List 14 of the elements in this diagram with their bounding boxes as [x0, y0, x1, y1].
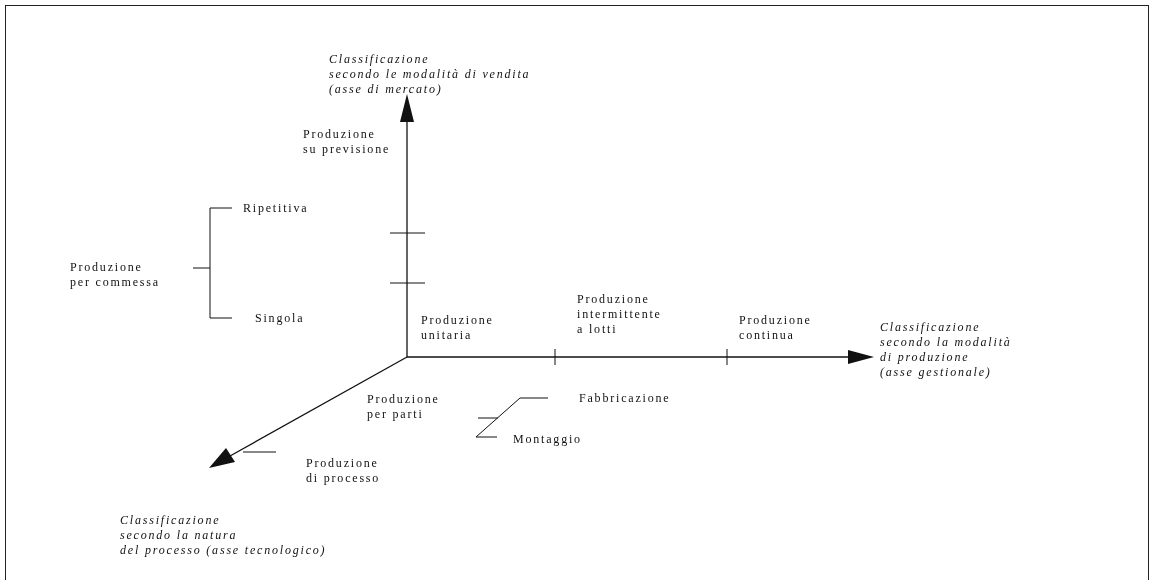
category-label: Produzione di processo	[306, 456, 381, 486]
category-label: Singola	[255, 311, 305, 326]
category-label: Montaggio	[513, 432, 582, 447]
category-label: Fabbricazione	[579, 391, 671, 406]
category-label: Produzione intermittente a lotti	[577, 292, 662, 337]
category-label: Ripetitiva	[243, 201, 309, 216]
category-label: Produzione continua	[739, 313, 812, 343]
category-label: Produzione su previsione	[303, 127, 391, 157]
axis-title: Classificazione secondo la natura del processo (asse tecnologico)	[120, 513, 327, 558]
axis-title: Classificazione secondo la modalità di produzione (asse gestionale)	[880, 320, 1012, 380]
axis-title: Classificazione secondo le modalità di vendita (asse di mercato)	[329, 52, 531, 97]
category-label: Produzione unitaria	[421, 313, 494, 343]
category-label: Produzione per parti	[367, 392, 440, 422]
category-label: Produzione per commessa	[70, 260, 160, 290]
